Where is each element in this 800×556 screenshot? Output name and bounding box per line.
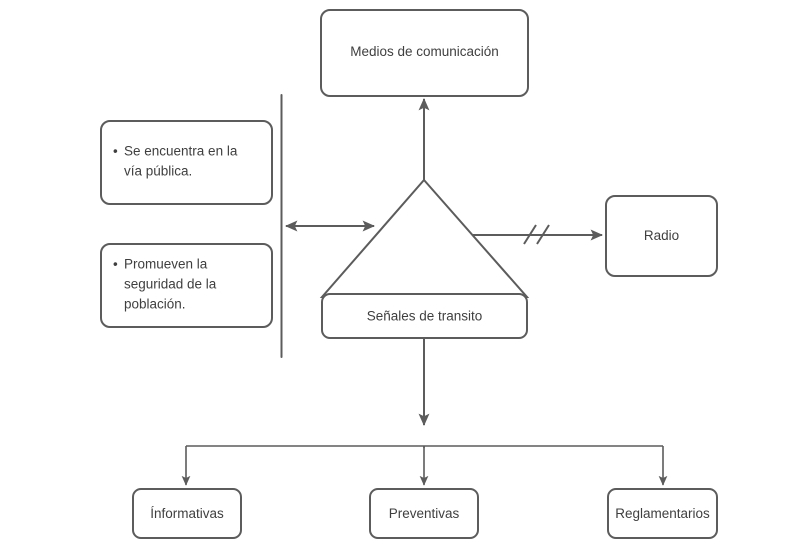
node-radio[interactable]: Radio [605, 195, 718, 277]
node-medios-de-comunicacion[interactable]: Medios de comunicación [320, 9, 529, 97]
node-senales-label-bar[interactable] [321, 293, 528, 339]
node-reglamentarios-box[interactable] [607, 488, 718, 539]
category-branch-connectors [181, 445, 668, 486]
node-radio-box[interactable] [605, 195, 718, 277]
arrow-right-to-radio [473, 224, 603, 245]
node-informativas-label: Ínformativas [150, 506, 224, 521]
break-slash-icon [523, 224, 550, 245]
node-category-preventivas[interactable]: Preventivas [369, 488, 479, 539]
node-feature-via-publica[interactable]: • Se encuentra en la vía pública. [100, 120, 273, 205]
node-medios-box[interactable] [320, 9, 529, 97]
node-feature-2-box[interactable] [100, 243, 273, 328]
node-preventivas-box[interactable] [369, 488, 479, 539]
node-feature-1-box[interactable] [100, 120, 273, 205]
bullet-icon-1: • [113, 144, 118, 159]
triangle-shape[interactable] [319, 178, 530, 298]
node-senales-de-transito[interactable]: Señales de transito [319, 178, 530, 339]
bullet-icon-2: • [113, 257, 118, 272]
node-category-informativas[interactable]: Ínformativas [132, 488, 242, 539]
node-feature-2-line-1: Promueven la [124, 257, 208, 272]
node-medios-label: Medios de comunicación [350, 44, 499, 59]
node-feature-2-line-3: población. [124, 297, 186, 312]
node-feature-seguridad-poblacion[interactable]: • Promueven la seguridad de la población… [100, 243, 273, 328]
node-feature-1-line-1: Se encuentra en la [124, 144, 238, 159]
node-feature-2-line-2: seguridad de la [124, 277, 217, 292]
node-preventivas-label: Preventivas [389, 506, 460, 521]
node-feature-1-line-2: vía pública. [124, 164, 192, 179]
node-senales-label: Señales de transito [367, 309, 483, 324]
node-informativas-box[interactable] [132, 488, 242, 539]
node-reglamentarios-label: Reglamentarios [615, 506, 710, 521]
node-category-reglamentarios[interactable]: Reglamentarios [607, 488, 718, 539]
node-radio-label: Radio [644, 228, 679, 243]
